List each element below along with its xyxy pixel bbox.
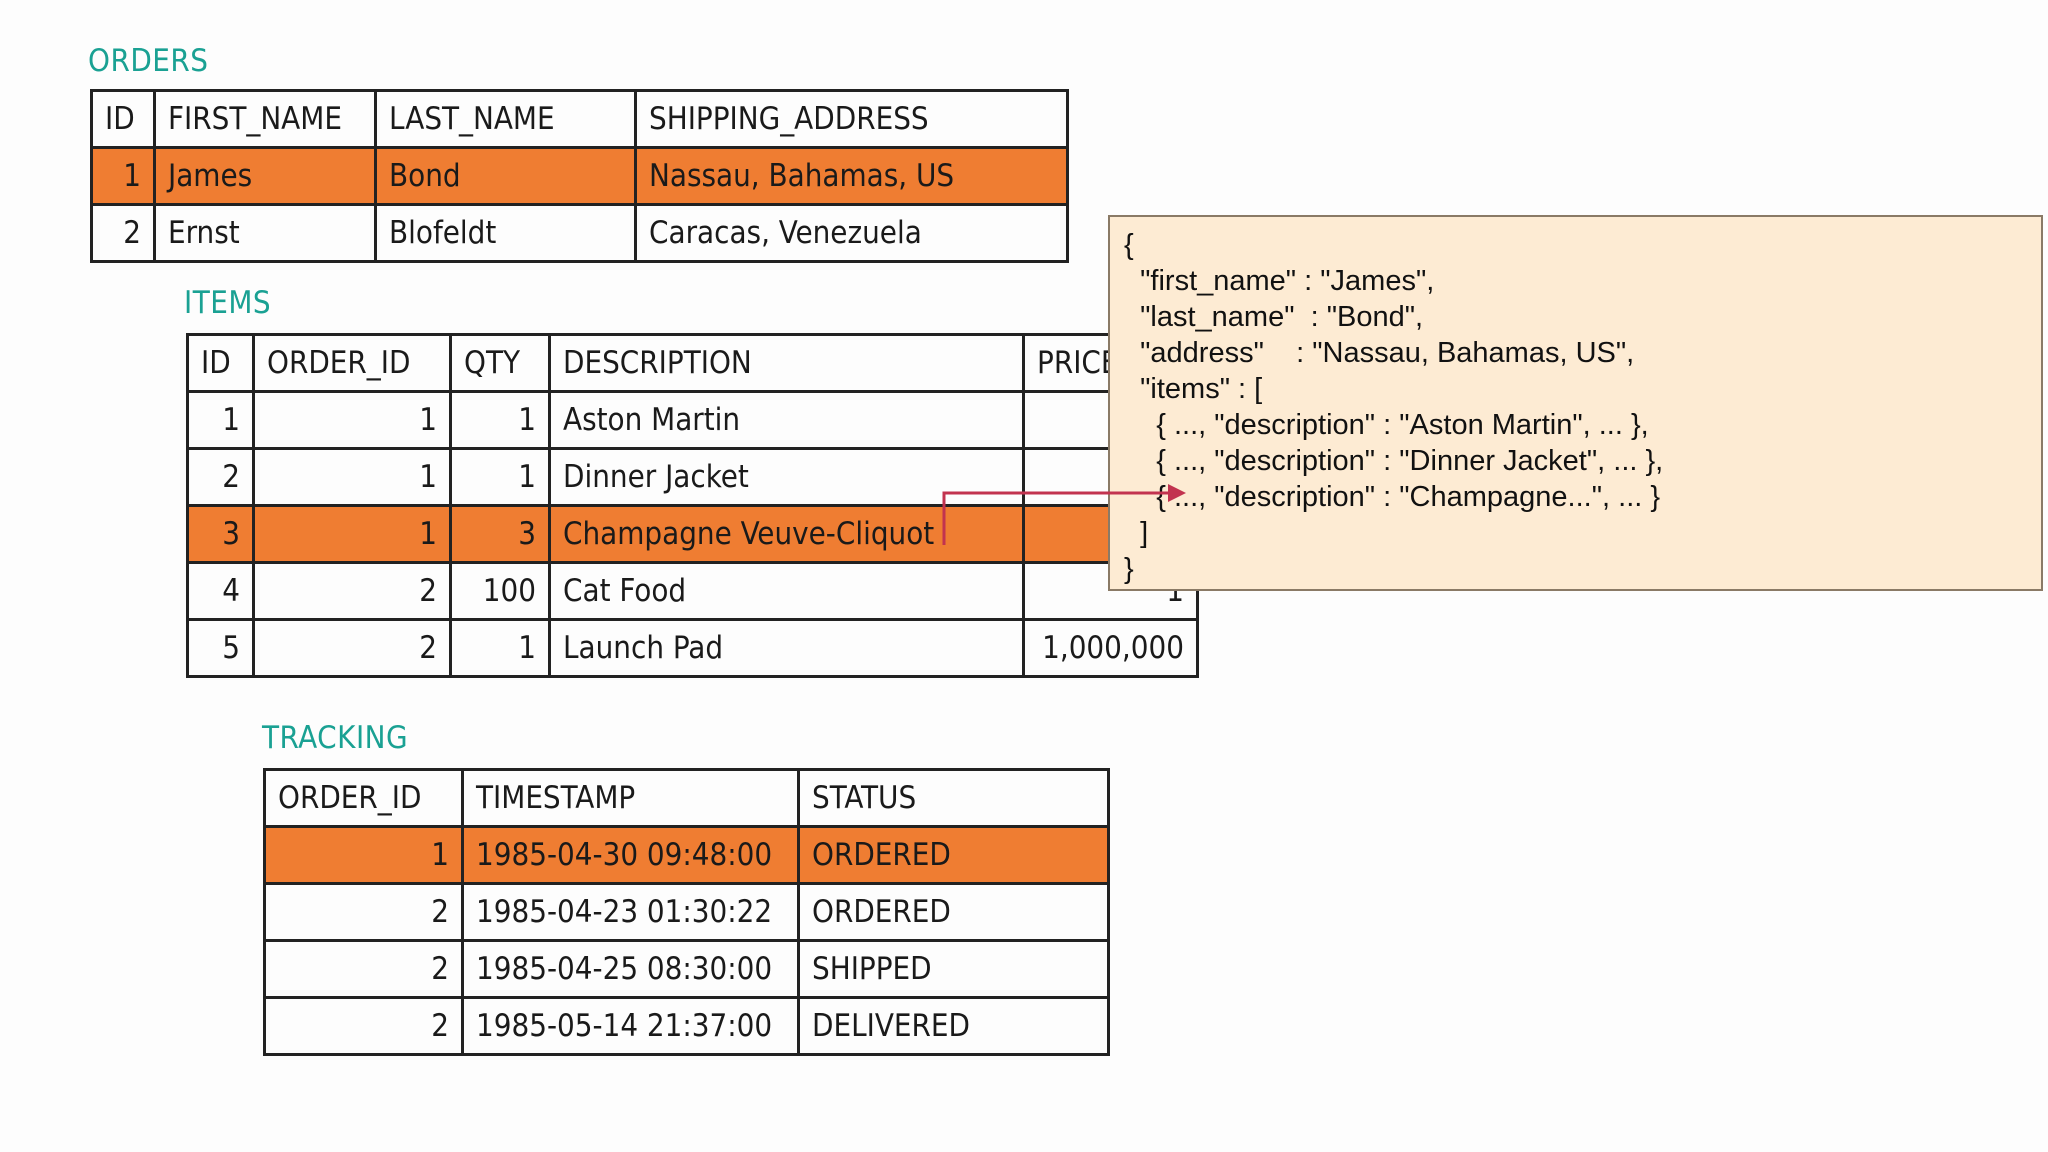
json-line: "first_name" : "James", [1124, 265, 1435, 297]
items-cell-id: 2 [186, 447, 255, 507]
orders-cell-address: Caracas, Venezuela [634, 203, 1069, 263]
json-line: "address" : "Nassau, Bahamas, US", [1124, 337, 1635, 369]
items-cell-qty: 1 [449, 390, 551, 450]
tracking-cell-order-id: 1 [263, 825, 464, 885]
items-header-description: DESCRIPTION [548, 333, 1025, 393]
orders-header-id: ID [90, 89, 156, 149]
items-cell-id: 3 [186, 504, 255, 564]
items-cell-order-id: 2 [252, 618, 452, 678]
items-cell-id: 4 [186, 561, 255, 621]
tracking-row: 2 1985-05-14 21:37:00 DELIVERED [263, 996, 1110, 1056]
json-line: { ..., "description" : "Aston Martin", .… [1124, 409, 1649, 441]
items-row: 2 1 1 Dinner Jacket 4 [186, 447, 1199, 507]
json-line: ] [1124, 517, 1149, 549]
tracking-header-row: ORDER_ID TIMESTAMP STATUS [263, 768, 1110, 828]
items-cell-qty: 100 [449, 561, 551, 621]
orders-cell-last-name: Bond [374, 146, 637, 206]
items-cell-order-id: 2 [252, 561, 452, 621]
items-cell-price: 1,000,000 [1022, 618, 1199, 678]
json-line: { ..., "description" : "Champagne...", .… [1124, 481, 1661, 513]
json-line: } [1124, 553, 1134, 585]
orders-cell-id: 2 [90, 203, 156, 263]
items-header-id: ID [186, 333, 255, 393]
tracking-cell-status: ORDERED [797, 882, 1110, 942]
orders-table: ID FIRST_NAME LAST_NAME SHIPPING_ADDRESS… [90, 89, 1069, 263]
orders-row: 2 Ernst Blofeldt Caracas, Venezuela [90, 203, 1069, 263]
json-line: { ..., "description" : "Dinner Jacket", … [1124, 445, 1664, 477]
items-cell-order-id: 1 [252, 390, 452, 450]
items-cell-order-id: 1 [252, 504, 452, 564]
orders-header-last-name: LAST_NAME [374, 89, 637, 149]
items-row: 4 2 100 Cat Food 1 [186, 561, 1199, 621]
items-row: 5 2 1 Launch Pad 1,000,000 [186, 618, 1199, 678]
items-header-qty: QTY [449, 333, 551, 393]
items-cell-qty: 1 [449, 618, 551, 678]
json-line: "last_name" : "Bond", [1124, 301, 1424, 333]
items-table: ID ORDER_ID QTY DESCRIPTION PRICE 1 1 1 … [186, 333, 1199, 678]
tracking-cell-order-id: 2 [263, 996, 464, 1056]
items-cell-description: Cat Food [548, 561, 1025, 621]
items-cell-description: Champagne Veuve-Cliquot [548, 504, 1025, 564]
tracking-cell-timestamp: 1985-04-23 01:30:22 [461, 882, 800, 942]
items-header-order-id: ORDER_ID [252, 333, 452, 393]
orders-header-shipping-address: SHIPPING_ADDRESS [634, 89, 1069, 149]
items-cell-id: 1 [186, 390, 255, 450]
tracking-row: 2 1985-04-23 01:30:22 ORDERED [263, 882, 1110, 942]
tracking-cell-timestamp: 1985-04-25 08:30:00 [461, 939, 800, 999]
tracking-cell-timestamp: 1985-05-14 21:37:00 [461, 996, 800, 1056]
tracking-header-timestamp: TIMESTAMP [461, 768, 800, 828]
tracking-cell-order-id: 2 [263, 939, 464, 999]
tracking-table: ORDER_ID TIMESTAMP STATUS 1 1985-04-30 0… [263, 768, 1110, 1056]
tracking-row: 2 1985-04-25 08:30:00 SHIPPED [263, 939, 1110, 999]
tracking-cell-status: DELIVERED [797, 996, 1110, 1056]
items-cell-description: Aston Martin [548, 390, 1025, 450]
tracking-cell-timestamp: 1985-04-30 09:48:00 [461, 825, 800, 885]
orders-cell-last-name: Blofeldt [374, 203, 637, 263]
tracking-header-order-id: ORDER_ID [263, 768, 464, 828]
items-cell-order-id: 1 [252, 447, 452, 507]
tracking-row-highlighted: 1 1985-04-30 09:48:00 ORDERED [263, 825, 1110, 885]
orders-cell-id: 1 [90, 146, 156, 206]
orders-row-highlighted: 1 James Bond Nassau, Bahamas, US [90, 146, 1069, 206]
tracking-cell-order-id: 2 [263, 882, 464, 942]
orders-header-first-name: FIRST_NAME [153, 89, 377, 149]
items-header-row: ID ORDER_ID QTY DESCRIPTION PRICE [186, 333, 1199, 393]
items-cell-qty: 3 [449, 504, 551, 564]
items-cell-id: 5 [186, 618, 255, 678]
json-line: { [1124, 229, 1134, 261]
items-row-highlighted: 3 1 3 Champagne Veuve-Cliquot [186, 504, 1199, 564]
tracking-cell-status: SHIPPED [797, 939, 1110, 999]
orders-cell-first-name: Ernst [153, 203, 377, 263]
orders-title: ORDERS [88, 43, 209, 79]
orders-cell-first-name: James [153, 146, 377, 206]
items-cell-description: Dinner Jacket [548, 447, 1025, 507]
tracking-title: TRACKING [262, 720, 409, 756]
items-cell-qty: 1 [449, 447, 551, 507]
items-title: ITEMS [184, 285, 272, 321]
json-line: "items" : [ [1124, 373, 1263, 405]
orders-header-row: ID FIRST_NAME LAST_NAME SHIPPING_ADDRESS [90, 89, 1069, 149]
tracking-header-status: STATUS [797, 768, 1110, 828]
orders-cell-address: Nassau, Bahamas, US [634, 146, 1069, 206]
items-row: 1 1 1 Aston Martin 120 [186, 390, 1199, 450]
tracking-cell-status: ORDERED [797, 825, 1110, 885]
json-document-box: { "first_name" : "James", "last_name" : … [1108, 215, 2043, 591]
items-cell-description: Launch Pad [548, 618, 1025, 678]
